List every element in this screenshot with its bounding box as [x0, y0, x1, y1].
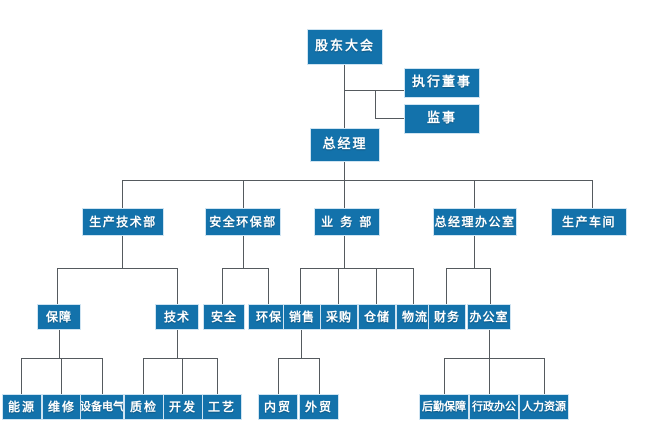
connector-line [122, 236, 123, 268]
connector-line [243, 180, 244, 208]
org-node-n22[interactable]: 设备电气 [80, 394, 124, 420]
org-node-n27[interactable]: 外贸 [299, 394, 339, 420]
org-node-n28[interactable]: 后勤保障 [419, 394, 469, 420]
connector-line [278, 358, 279, 394]
connector-line [376, 268, 377, 304]
org-node-n06[interactable]: 安全环保部 [205, 208, 281, 236]
connector-line [344, 65, 345, 128]
connector-line [102, 358, 103, 394]
org-node-n04[interactable]: 总经理 [310, 128, 380, 162]
connector-line [300, 268, 413, 269]
org-node-n19[interactable]: 办公室 [467, 304, 511, 330]
connector-line [243, 236, 244, 268]
connector-line [268, 268, 269, 304]
org-node-n21[interactable]: 维修 [42, 394, 82, 420]
connector-line [344, 180, 345, 208]
connector-line [143, 358, 217, 359]
org-node-n18[interactable]: 财务 [428, 304, 466, 330]
connector-line [344, 90, 404, 91]
connector-line [278, 358, 319, 359]
connector-line [217, 358, 218, 394]
org-node-n14[interactable]: 销售 [283, 304, 321, 330]
org-node-n24[interactable]: 开发 [163, 394, 203, 420]
org-node-n11[interactable]: 技术 [155, 304, 199, 330]
connector-line [413, 268, 414, 304]
org-node-n16[interactable]: 仓储 [358, 304, 396, 330]
org-node-n08[interactable]: 总经理办公室 [433, 208, 517, 236]
connector-line [21, 358, 22, 394]
connector-line [444, 358, 544, 359]
connector-line [57, 268, 58, 304]
org-node-n05[interactable]: 生产技术部 [82, 208, 164, 236]
connector-line [222, 268, 268, 269]
org-node-n25[interactable]: 工艺 [202, 394, 242, 420]
connector-line [177, 268, 178, 304]
connector-line [474, 180, 475, 208]
connector-line [122, 180, 592, 181]
connector-line [490, 268, 491, 304]
connector-line [57, 268, 177, 269]
org-node-n29[interactable]: 行政办公 [469, 394, 519, 420]
org-node-n10[interactable]: 保障 [37, 304, 81, 330]
connector-line [592, 180, 593, 208]
connector-line [182, 358, 183, 394]
connector-line [344, 236, 345, 268]
org-node-n01[interactable]: 股东大会 [307, 29, 383, 65]
connector-line [489, 358, 490, 394]
connector-line [474, 236, 475, 268]
connector-line [344, 162, 345, 181]
connector-line [319, 358, 320, 394]
connector-line [375, 90, 376, 119]
org-node-n09[interactable]: 生产车间 [551, 208, 627, 236]
connector-line [544, 358, 545, 394]
org-node-n15[interactable]: 采购 [320, 304, 358, 330]
connector-line [61, 358, 62, 394]
org-node-n26[interactable]: 内贸 [258, 394, 298, 420]
connector-line [143, 358, 144, 394]
org-node-n23[interactable]: 质检 [124, 394, 164, 420]
org-node-n30[interactable]: 人力资源 [519, 394, 569, 420]
connector-line [300, 268, 301, 304]
connector-line [446, 268, 490, 269]
org-node-n12[interactable]: 安全 [203, 304, 245, 330]
connector-line [338, 268, 339, 304]
connector-line [177, 330, 178, 358]
connector-line [122, 180, 123, 208]
org-node-n02[interactable]: 执行董事 [404, 68, 480, 98]
connector-line [59, 330, 60, 358]
connector-line [301, 330, 302, 358]
connector-line [489, 330, 490, 358]
org-node-n07[interactable]: 业 务 部 [314, 208, 380, 236]
org-node-n20[interactable]: 能源 [2, 394, 42, 420]
connector-line [444, 358, 445, 394]
connector-line [446, 268, 447, 304]
connector-line [375, 118, 404, 119]
org-node-n03[interactable]: 监事 [404, 104, 480, 134]
connector-line [222, 268, 223, 304]
